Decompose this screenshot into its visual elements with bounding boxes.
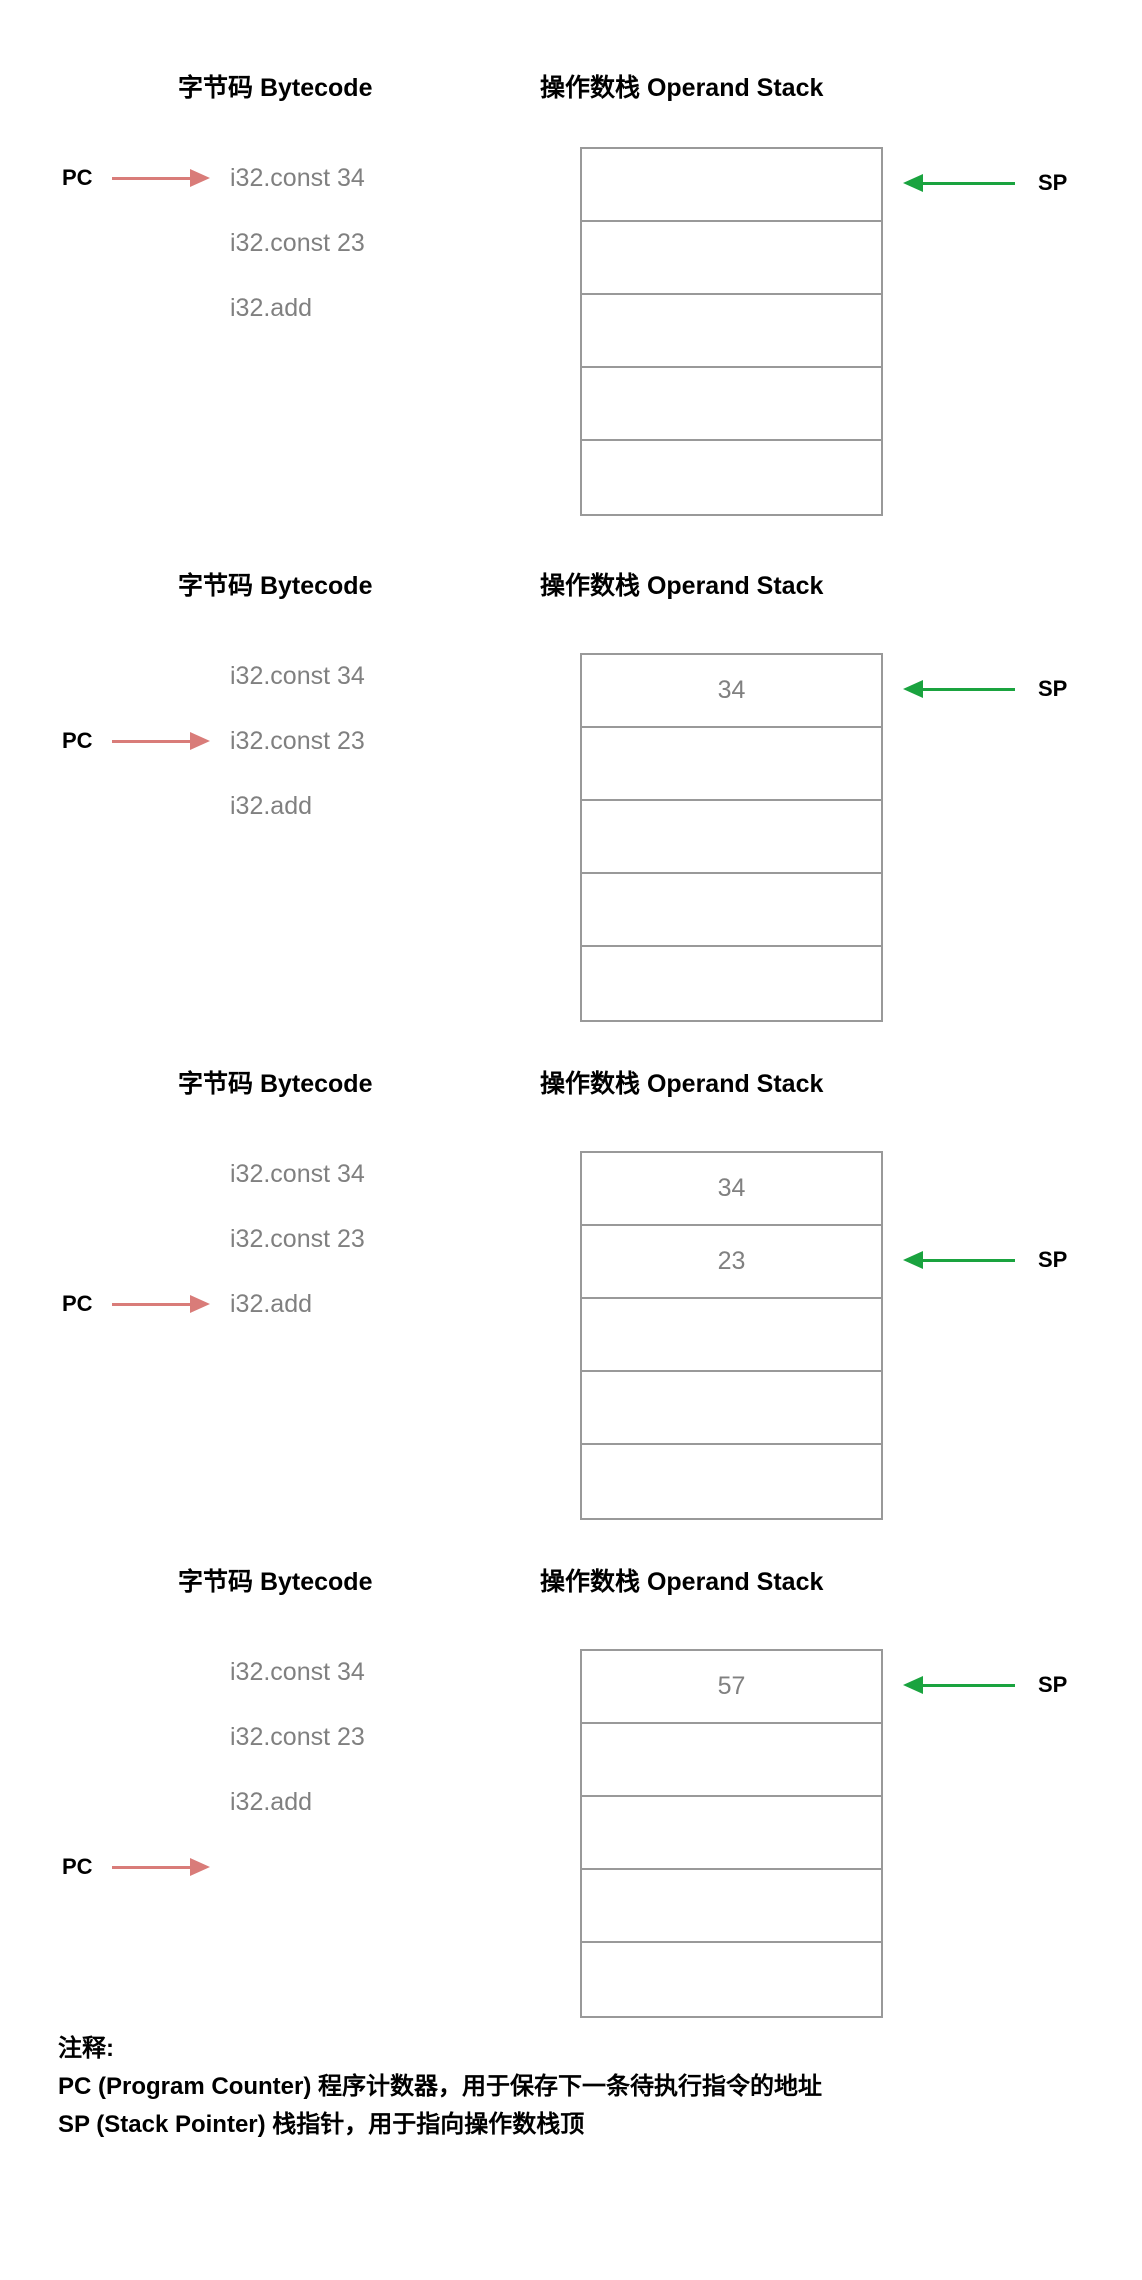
bytecode-column-heading: 字节码 Bytecode bbox=[178, 1070, 373, 1098]
stack-cell bbox=[582, 728, 881, 801]
execution-step-panel-4: 字节码 Bytecode 操作数栈 Operand Stack i32.cons… bbox=[0, 1494, 1142, 2018]
stack-cell bbox=[582, 1943, 881, 2016]
stack-cell: 34 bbox=[582, 655, 881, 728]
operand-stack-box bbox=[580, 147, 883, 516]
instruction-row: i32.const 23 bbox=[230, 1225, 365, 1253]
legend-notes: 注释: PC (Program Counter) 程序计数器，用于保存下一条待执… bbox=[58, 2030, 1118, 2144]
pc-arrow-icon bbox=[112, 732, 212, 750]
operand-stack-box: 34 23 bbox=[580, 1151, 883, 1520]
sp-arrow-icon bbox=[903, 680, 1018, 698]
stack-cell bbox=[582, 1372, 881, 1445]
stack-cell bbox=[582, 1724, 881, 1797]
sp-label: SP bbox=[1038, 1672, 1068, 1697]
pc-arrow-icon bbox=[112, 169, 212, 187]
instruction-row: i32.add bbox=[230, 294, 313, 322]
instruction-row: i32.const 34 bbox=[230, 1160, 365, 1188]
stack-cell bbox=[582, 1870, 881, 1943]
bytecode-column-heading: 字节码 Bytecode bbox=[178, 572, 373, 600]
operand-stack-column-heading: 操作数栈 Operand Stack bbox=[540, 1568, 824, 1596]
sp-arrow-icon bbox=[903, 174, 1018, 192]
operand-stack-column-heading: 操作数栈 Operand Stack bbox=[540, 74, 824, 102]
sp-label: SP bbox=[1038, 1247, 1068, 1272]
pc-arrow-icon bbox=[112, 1858, 212, 1876]
stack-cell: 57 bbox=[582, 1651, 881, 1724]
bytecode-column-heading: 字节码 Bytecode bbox=[178, 74, 373, 102]
instruction-row: i32.add bbox=[230, 1788, 313, 1816]
instruction-row: i32.const 23 bbox=[230, 1723, 365, 1751]
operand-stack-box: 34 bbox=[580, 653, 883, 1022]
stack-cell: 23 bbox=[582, 1226, 881, 1299]
execution-step-panel-1: 字节码 Bytecode 操作数栈 Operand Stack i32.cons… bbox=[0, 0, 1142, 516]
sp-label: SP bbox=[1038, 676, 1068, 701]
sp-arrow-icon bbox=[903, 1676, 1018, 1694]
stack-cell bbox=[582, 874, 881, 947]
stack-cell bbox=[582, 801, 881, 874]
instruction-row: i32.const 23 bbox=[230, 229, 365, 257]
instruction-row: i32.const 34 bbox=[230, 164, 365, 192]
stack-cell bbox=[582, 1797, 881, 1870]
pc-label: PC bbox=[62, 728, 93, 753]
stack-cell bbox=[582, 222, 881, 295]
pc-label: PC bbox=[62, 1854, 93, 1879]
sp-label: SP bbox=[1038, 170, 1068, 195]
execution-step-panel-2: 字节码 Bytecode 操作数栈 Operand Stack i32.cons… bbox=[0, 498, 1142, 1022]
notes-title: 注释: bbox=[58, 2035, 114, 2062]
execution-step-panel-3: 字节码 Bytecode 操作数栈 Operand Stack i32.cons… bbox=[0, 996, 1142, 1520]
pc-label: PC bbox=[62, 165, 93, 190]
instruction-row: i32.add bbox=[230, 792, 313, 820]
pc-arrow-icon bbox=[112, 1295, 212, 1313]
bytecode-column-heading: 字节码 Bytecode bbox=[178, 1568, 373, 1596]
stack-cell bbox=[582, 368, 881, 441]
sp-arrow-icon bbox=[903, 1251, 1018, 1269]
instruction-row: i32.const 23 bbox=[230, 727, 365, 755]
stack-cell bbox=[582, 149, 881, 222]
operand-stack-column-heading: 操作数栈 Operand Stack bbox=[540, 1070, 824, 1098]
instruction-row: i32.const 34 bbox=[230, 1658, 365, 1686]
operand-stack-box: 57 bbox=[580, 1649, 883, 2018]
stack-cell bbox=[582, 295, 881, 368]
stack-cell bbox=[582, 1299, 881, 1372]
operand-stack-column-heading: 操作数栈 Operand Stack bbox=[540, 572, 824, 600]
stack-cell: 34 bbox=[582, 1153, 881, 1226]
notes-line-sp: SP (Stack Pointer) 栈指针，用于指向操作数栈顶 bbox=[58, 2111, 585, 2138]
notes-line-pc: PC (Program Counter) 程序计数器，用于保存下一条待执行指令的… bbox=[58, 2073, 823, 2100]
instruction-row: i32.const 34 bbox=[230, 662, 365, 690]
pc-label: PC bbox=[62, 1291, 93, 1316]
instruction-row: i32.add bbox=[230, 1290, 313, 1318]
